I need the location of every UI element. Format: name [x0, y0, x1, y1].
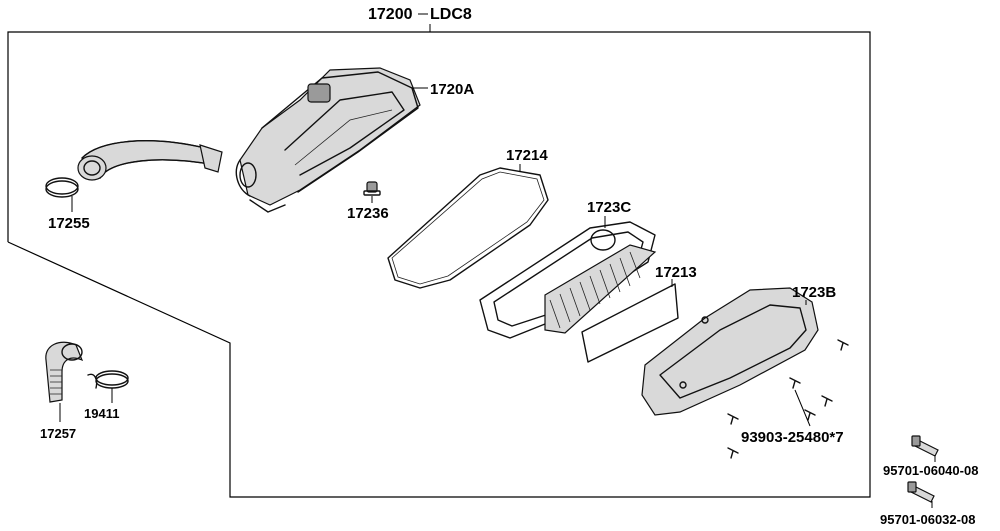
- drain-plug-drawing: [363, 181, 381, 196]
- filter-element-drawing: [581, 283, 679, 363]
- filter-pleats-drawing: [544, 244, 657, 334]
- label-17214: 17214: [506, 147, 548, 164]
- intake-tube-drawing: [45, 140, 223, 198]
- label-95701-06040-08: 95701-06040-08: [883, 463, 978, 478]
- label-17255: 17255: [48, 215, 90, 232]
- hose-clamp-drawing: [87, 370, 129, 389]
- label-19411: 19411: [84, 406, 119, 421]
- assembly-suffix: LDC8: [430, 6, 472, 23]
- label-1723B: 1723B: [792, 284, 836, 301]
- label-1723C: 1723C: [587, 199, 631, 216]
- label-93903-25480: 93903-25480*7: [741, 429, 844, 446]
- air-box-case-drawing: [235, 67, 421, 213]
- assembly-number: 17200: [368, 6, 413, 23]
- bolt-b-drawing: [907, 481, 935, 503]
- label-17236: 17236: [347, 205, 389, 222]
- cover-drawing: [641, 287, 819, 416]
- bolt-a-drawing: [911, 435, 939, 457]
- duct-hose-drawing: [45, 341, 84, 403]
- screw-set-drawing: [727, 339, 849, 459]
- label-17257: 17257: [40, 426, 76, 441]
- label-17213: 17213: [655, 264, 697, 281]
- label-95701-06032-08: 95701-06032-08: [880, 512, 975, 527]
- label-1720A: 1720A: [430, 81, 474, 98]
- assembly-frame: [7, 24, 871, 498]
- case-gasket-drawing: [387, 167, 549, 289]
